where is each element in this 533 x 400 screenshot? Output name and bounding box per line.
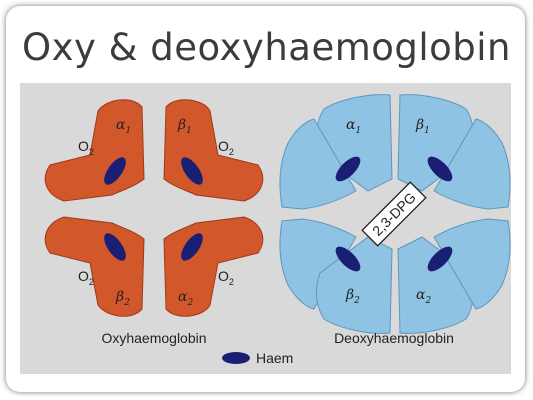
legend: Haem bbox=[222, 350, 293, 366]
oxy-label-alpha2: α2 bbox=[178, 289, 193, 308]
oxy-subunit-beta1 bbox=[163, 99, 264, 202]
deoxy-haem-2 bbox=[427, 156, 453, 182]
oxy-caption: Oxyhaemoglobin bbox=[101, 330, 206, 346]
deoxy-caption: Deoxyhaemoglobin bbox=[334, 330, 454, 346]
oxy-haem-2 bbox=[181, 157, 203, 185]
legend-haem-label: Haem bbox=[256, 350, 293, 366]
oxy-o2-label-tr: O2 bbox=[218, 138, 234, 157]
dpg-box: 2,3-DPG bbox=[361, 181, 427, 247]
deoxy-subunit-beta2 bbox=[316, 236, 393, 334]
oxy-o2-label-tl: O2 bbox=[78, 138, 94, 157]
deoxy-subunit-alpha1-lobe bbox=[279, 118, 357, 210]
deoxy-haem-3 bbox=[335, 246, 361, 272]
oxy-subunit-alpha1 bbox=[44, 99, 145, 202]
deoxyhaemoglobin-group: α1 β1 β2 α2 2,3-DPG Deoxyhaemoglobin bbox=[279, 94, 511, 346]
oxy-o2-label-br: O2 bbox=[218, 268, 234, 287]
deoxy-label-alpha1: α1 bbox=[346, 117, 361, 136]
haemoglobin-figure: α1 β1 β2 α2 O2 O2 O2 bbox=[20, 83, 511, 374]
oxy-o2-label-bl: O2 bbox=[78, 268, 94, 287]
deoxy-haem-1 bbox=[335, 156, 361, 182]
dpg-label: 2,3-DPG bbox=[369, 189, 419, 239]
oxy-haem-1 bbox=[104, 157, 126, 185]
oxy-label-beta2: β2 bbox=[115, 289, 130, 308]
deoxy-subunit-beta2-lobe bbox=[279, 218, 357, 310]
deoxy-label-beta1: β1 bbox=[415, 117, 430, 136]
deoxy-label-alpha2: α2 bbox=[416, 287, 431, 306]
oxy-label-beta1: β1 bbox=[177, 117, 192, 136]
oxy-label-alpha1: α1 bbox=[116, 117, 131, 136]
oxy-haem-3 bbox=[104, 233, 126, 261]
slide-title: Oxy & deoxyhaemoglobin bbox=[21, 26, 512, 69]
haemoglobin-diagram: α1 β1 β2 α2 O2 O2 O2 bbox=[44, 94, 511, 366]
oxy-haem-4 bbox=[181, 233, 203, 261]
deoxy-subunit-beta1-lobe bbox=[433, 118, 511, 210]
oxyhaemoglobin-group: α1 β1 β2 α2 O2 O2 O2 bbox=[44, 99, 264, 346]
deoxy-label-beta2: β2 bbox=[345, 287, 360, 306]
deoxy-haem-4 bbox=[427, 246, 453, 272]
deoxy-subunit-alpha2-lobe bbox=[433, 218, 511, 310]
legend-haem-swatch bbox=[222, 352, 250, 364]
